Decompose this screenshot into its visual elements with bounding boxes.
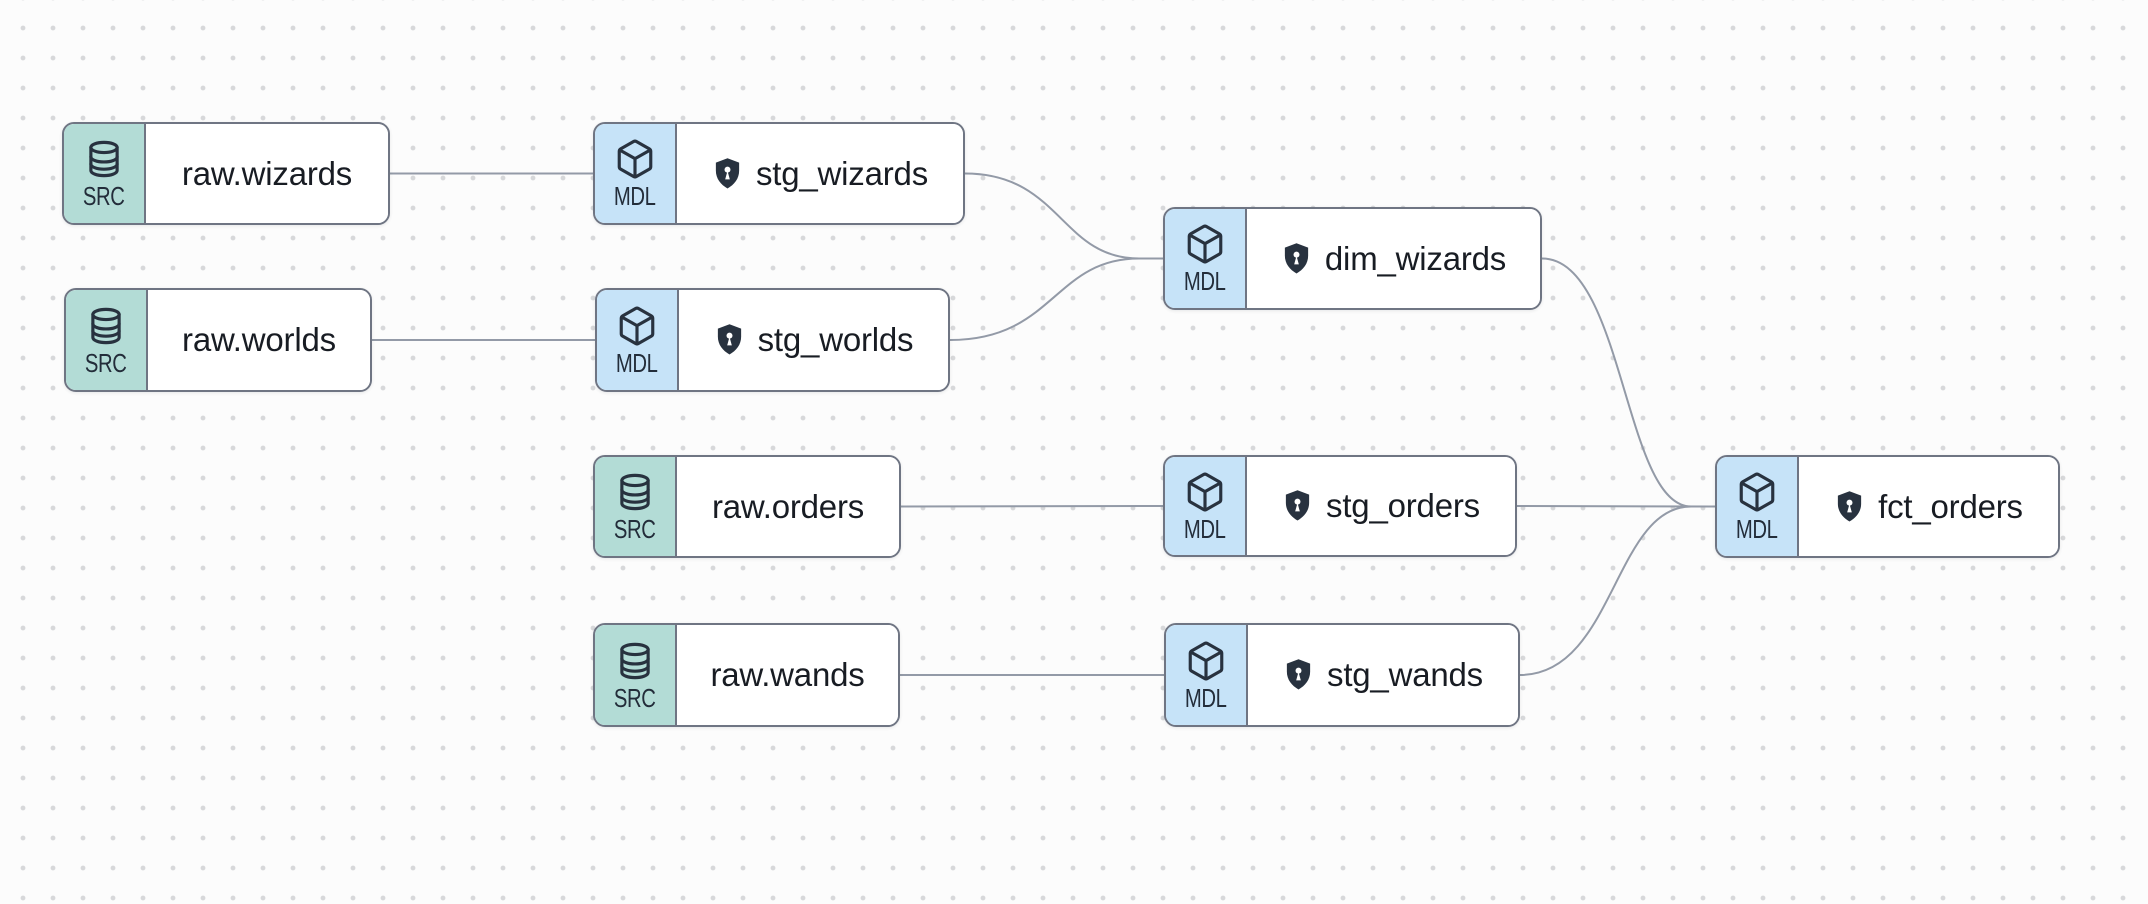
contract-shield-icon (717, 324, 741, 355)
node-type-badge: MDL (597, 290, 679, 390)
node-type-label: SRC (85, 347, 127, 378)
node-dim_wizards[interactable]: MDL dim_wizards (1163, 207, 1542, 310)
node-label: raw.wands (710, 656, 865, 693)
node-type-label: MDL (614, 181, 656, 212)
node-label: fct_orders (1878, 487, 2023, 525)
node-type-badge: SRC (595, 457, 677, 556)
contract-shield-icon (1284, 242, 1309, 273)
node-type-badge: SRC (595, 625, 677, 725)
node-type-label: MDL (1184, 266, 1226, 297)
node-type-badge: MDL (595, 124, 677, 223)
edge-raw_orders-to-stg_orders (900, 505, 1164, 508)
node-type-label: MDL (1736, 514, 1778, 545)
node-type-badge: MDL (1165, 209, 1247, 308)
node-body: stg_wizards (677, 124, 963, 223)
node-type-label: MDL (616, 347, 658, 378)
contract-shield-icon (715, 157, 740, 188)
node-label: raw.worlds (182, 321, 336, 358)
cube-icon (617, 139, 653, 179)
node-type-label: SRC (614, 682, 656, 713)
node-label: stg_wizards (755, 154, 929, 192)
node-body: raw.worlds (148, 290, 370, 390)
node-body: raw.orders (677, 457, 899, 556)
contract-shield-icon (1286, 659, 1311, 690)
node-stg_worlds[interactable]: MDL stg_worlds (595, 288, 950, 392)
contract-shield-icon (1838, 490, 1862, 521)
node-label: raw.orders (711, 487, 865, 525)
node-raw_wizards[interactable]: SRC raw.wizards (62, 122, 390, 225)
node-body: raw.wizards (146, 124, 388, 223)
node-body: stg_worlds (679, 290, 948, 390)
database-icon (620, 642, 650, 679)
contract-shield-icon (1285, 490, 1310, 521)
database-icon (620, 474, 650, 511)
node-body: fct_orders (1799, 457, 2058, 556)
node-body: stg_wands (1248, 625, 1518, 725)
node-type-badge: MDL (1165, 457, 1247, 555)
node-label: raw.wizards (181, 154, 353, 192)
node-stg_wizards[interactable]: MDL stg_wizards (593, 122, 965, 225)
node-raw_worlds[interactable]: SRC raw.worlds (64, 288, 372, 392)
edge-stg_wands-to-fct_orders (1519, 505, 1715, 676)
node-type-label: SRC (83, 181, 125, 212)
cube-icon (1187, 472, 1223, 512)
node-type-label: MDL (1185, 682, 1227, 713)
edge-stg_worlds-to-dim_wizards (949, 257, 1163, 341)
node-label: stg_worlds (757, 321, 914, 358)
node-raw_orders[interactable]: SRC raw.orders (593, 455, 901, 558)
edge-dim_wizards-to-fct_orders (1541, 257, 1715, 508)
node-fct_orders[interactable]: MDL fct_orders (1715, 455, 2060, 558)
node-type-badge: SRC (64, 124, 146, 223)
node-body: raw.wands (677, 625, 898, 725)
node-raw_wands[interactable]: SRC raw.wands (593, 623, 900, 727)
node-body: dim_wizards (1247, 209, 1540, 308)
node-label: stg_orders (1326, 487, 1480, 524)
cube-icon (1739, 472, 1775, 512)
node-type-label: SRC (614, 514, 656, 545)
node-stg_wands[interactable]: MDL stg_wands (1164, 623, 1520, 727)
database-icon (89, 141, 119, 178)
edge-stg_wizards-to-dim_wizards (964, 172, 1163, 260)
database-icon (91, 307, 121, 344)
node-type-badge: SRC (66, 290, 148, 390)
cube-icon (1187, 224, 1223, 264)
node-label: stg_wands (1327, 656, 1483, 693)
cube-icon (1188, 641, 1224, 681)
node-stg_orders[interactable]: MDL stg_orders (1163, 455, 1517, 557)
cube-icon (619, 306, 655, 346)
node-type-badge: MDL (1166, 625, 1248, 725)
node-body: stg_orders (1247, 457, 1515, 555)
node-label: dim_wizards (1324, 239, 1507, 277)
node-type-badge: MDL (1717, 457, 1799, 556)
node-type-label: MDL (1184, 513, 1226, 544)
